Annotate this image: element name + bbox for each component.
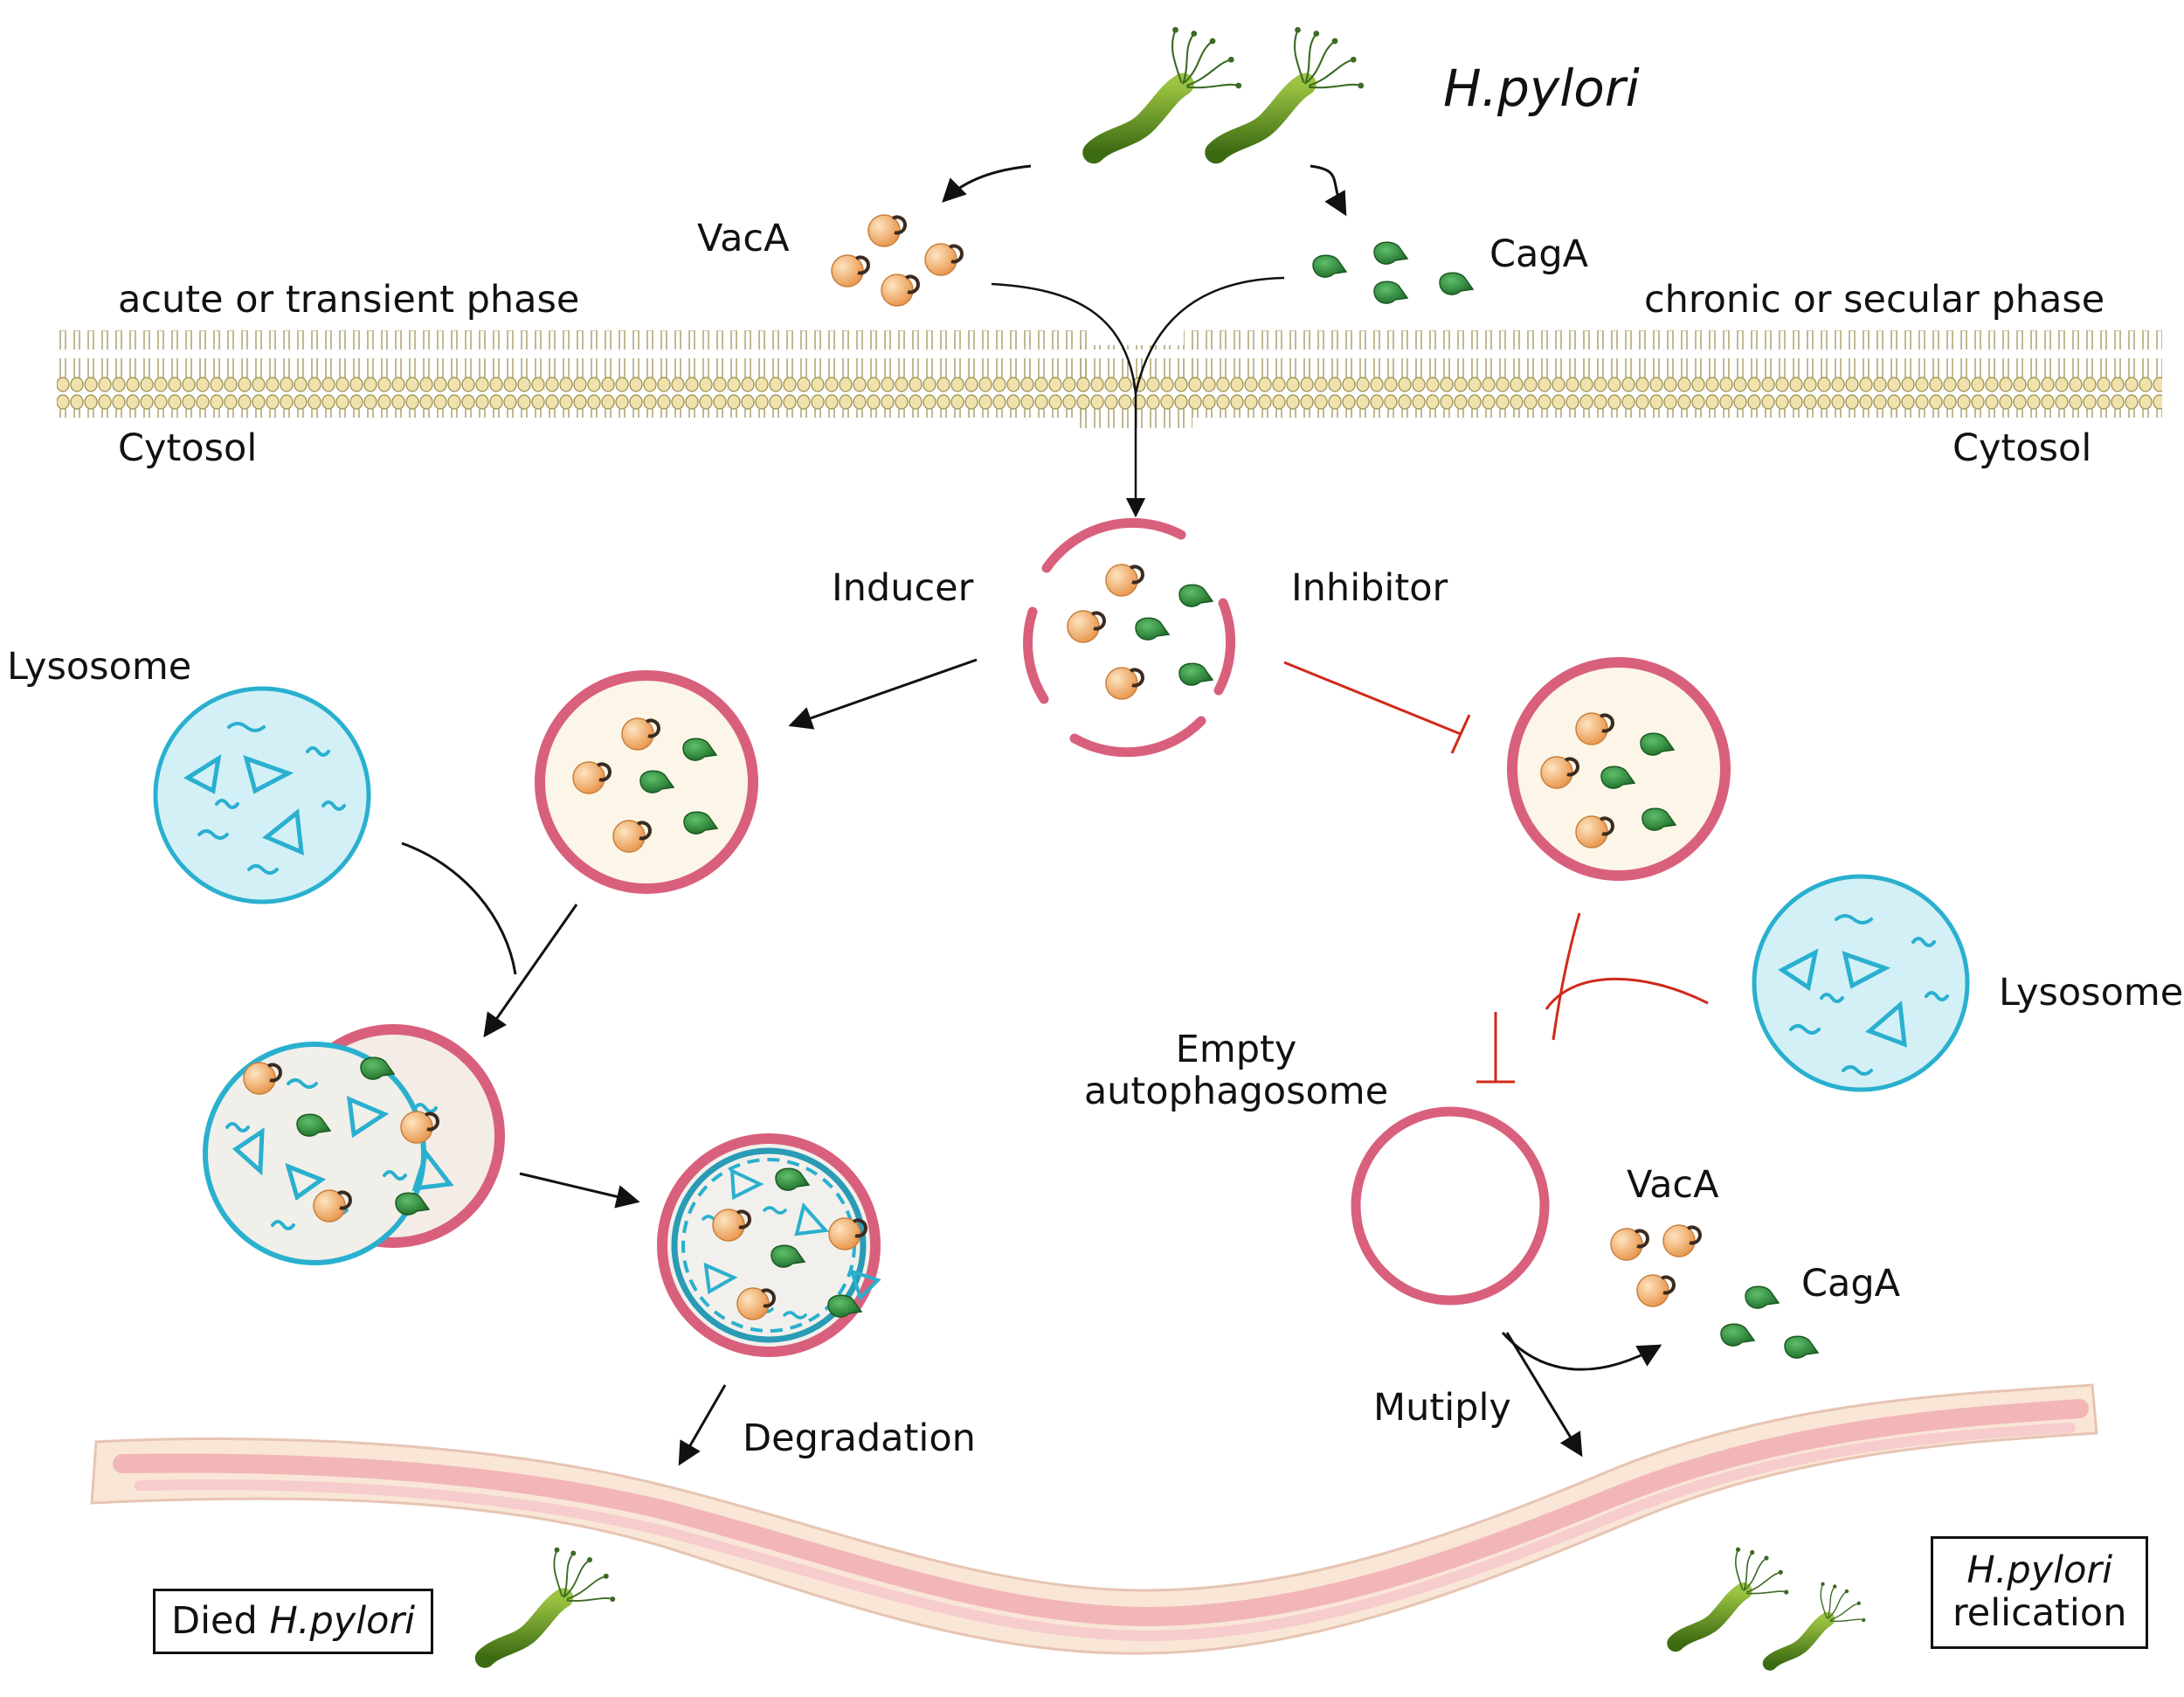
- caga-label-top: CagA: [1489, 232, 1589, 276]
- empty-autophagosome: [1351, 1106, 1550, 1306]
- chronic-phase-label: chronic or secular phase: [1644, 278, 2105, 322]
- inducer-arrow: [788, 658, 978, 730]
- vaca-icon: [1104, 563, 1144, 598]
- caga-icon: [1784, 1335, 1819, 1359]
- degradation-label: Degradation: [743, 1416, 976, 1460]
- replicating-bacterium-icon: [1770, 1583, 1865, 1664]
- caga-icon: [1745, 1285, 1780, 1309]
- dead-bacterium-icon: [485, 1548, 615, 1659]
- degradation-arrow: [678, 1384, 727, 1466]
- vaca-icon: [1104, 666, 1144, 701]
- autolysosome: [203, 1024, 505, 1265]
- caga-icon: [1178, 584, 1213, 607]
- to-degradation-arrow: [519, 1172, 640, 1209]
- replicating-bacterium-icon: [1676, 1548, 1788, 1644]
- caga-icon: [1312, 254, 1347, 278]
- vaca-icon: [1635, 1273, 1676, 1308]
- vaca-icon: [867, 213, 907, 248]
- vaca-icon: [1609, 1227, 1649, 1262]
- empty-autophagosome-label-line2: autophagosome: [1083, 1070, 1389, 1113]
- bacterium-icon: [1094, 27, 1241, 153]
- degrading-autolysosome: [657, 1133, 881, 1357]
- vaca-icon: [923, 242, 964, 277]
- relication-species: H.pylori: [1966, 1548, 2113, 1592]
- vaca-icon: [880, 273, 920, 308]
- gastric-mucosa: [90, 1383, 2098, 1655]
- acute-phase-label: acute or transient phase: [118, 278, 580, 322]
- lysosome-right: [1752, 874, 1970, 1092]
- vaca-icon: [1662, 1223, 1702, 1258]
- forming-autophagosome: [1022, 517, 1236, 758]
- died-prefix: Died: [171, 1599, 258, 1643]
- lysosome-label-left: Lysosome: [7, 645, 192, 689]
- membrane-left: [57, 330, 1088, 418]
- cytosol-label-right: Cytosol: [1952, 426, 2092, 470]
- blocked-fusion-line: [1552, 912, 1581, 1041]
- multiply-arrow: [1505, 1332, 1583, 1458]
- vaca-entry-line: [991, 282, 1137, 394]
- cytosol-label-left: Cytosol: [118, 426, 258, 470]
- vaca-icon: [1066, 609, 1106, 644]
- inhibitor-line: [1283, 661, 1462, 736]
- mutiply-label: Mutiply: [1373, 1386, 1511, 1430]
- lysosome-fusion-line: [401, 842, 517, 975]
- vaca-icon: [830, 253, 870, 288]
- caga-icon: [1439, 272, 1474, 295]
- caga-icon: [1135, 617, 1170, 641]
- fusion-arrow: [483, 904, 578, 1038]
- caga-icon: [1373, 281, 1408, 304]
- lysosome-label-right: Lysosome: [1999, 971, 2184, 1015]
- empty-autophagosome-label-line1: Empty: [1175, 1028, 1297, 1071]
- lysosome-left: [153, 686, 371, 904]
- caga-icon: [1178, 662, 1213, 686]
- inducer-label: Inducer: [832, 566, 974, 610]
- caga-label-bottom: CagA: [1801, 1262, 1901, 1306]
- relication-word: relication: [1952, 1591, 2127, 1636]
- inhibitor-label: Inhibitor: [1291, 566, 1448, 610]
- vaca-label-bottom: VacA: [1627, 1163, 1719, 1207]
- caga-icon: [1373, 241, 1408, 265]
- title: H.pylori: [1443, 59, 1640, 118]
- died-hpylori-box: Died H.pylori: [153, 1589, 434, 1655]
- membrane-right: [1184, 330, 2162, 418]
- hpylori-relication-box: H.pylori relication: [1931, 1536, 2149, 1649]
- caga-entry-line: [1134, 276, 1285, 394]
- arrow-to-vaca: [942, 164, 1032, 203]
- inhibitor-bar: [1450, 714, 1471, 754]
- died-species: H.pylori: [269, 1599, 416, 1643]
- arrow-to-caga: [1310, 164, 1347, 217]
- vaca-label-top: VacA: [697, 217, 790, 260]
- caga-icon: [1720, 1323, 1755, 1347]
- bacterium-icon: [1216, 27, 1364, 153]
- blocked-lysosome-line: [1545, 977, 1709, 1010]
